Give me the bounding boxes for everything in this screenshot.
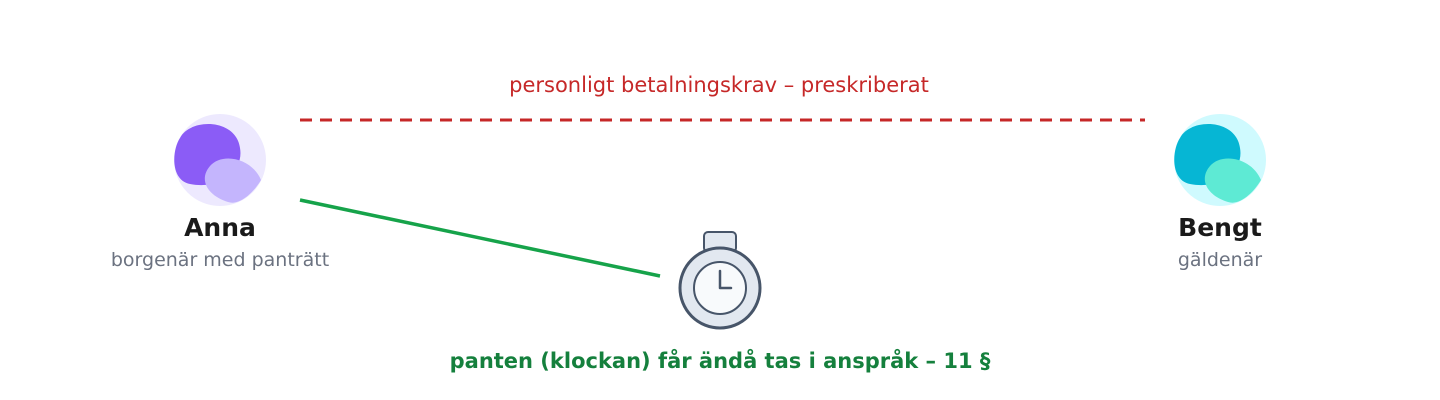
- creditor-role: borgenär med panträtt: [111, 249, 329, 271]
- creditor-name: Anna: [184, 213, 256, 242]
- pledge-label: panten (klockan) får ändå tas i anspråk …: [450, 348, 991, 373]
- pocket-watch-icon: [678, 231, 762, 330]
- watch-hands: [718, 269, 733, 290]
- debtor-avatar-icon: [1174, 114, 1266, 206]
- pledge-line: [299, 198, 661, 278]
- creditor-avatar-secondary: [204, 158, 261, 203]
- debtor-avatar-secondary: [1204, 158, 1261, 203]
- creditor-avatar-icon: [174, 114, 266, 206]
- debtor-role: gäldenär: [1178, 249, 1262, 271]
- claim-label: personligt betalningskrav – preskriberat: [509, 73, 929, 97]
- debtor-name: Bengt: [1178, 213, 1262, 242]
